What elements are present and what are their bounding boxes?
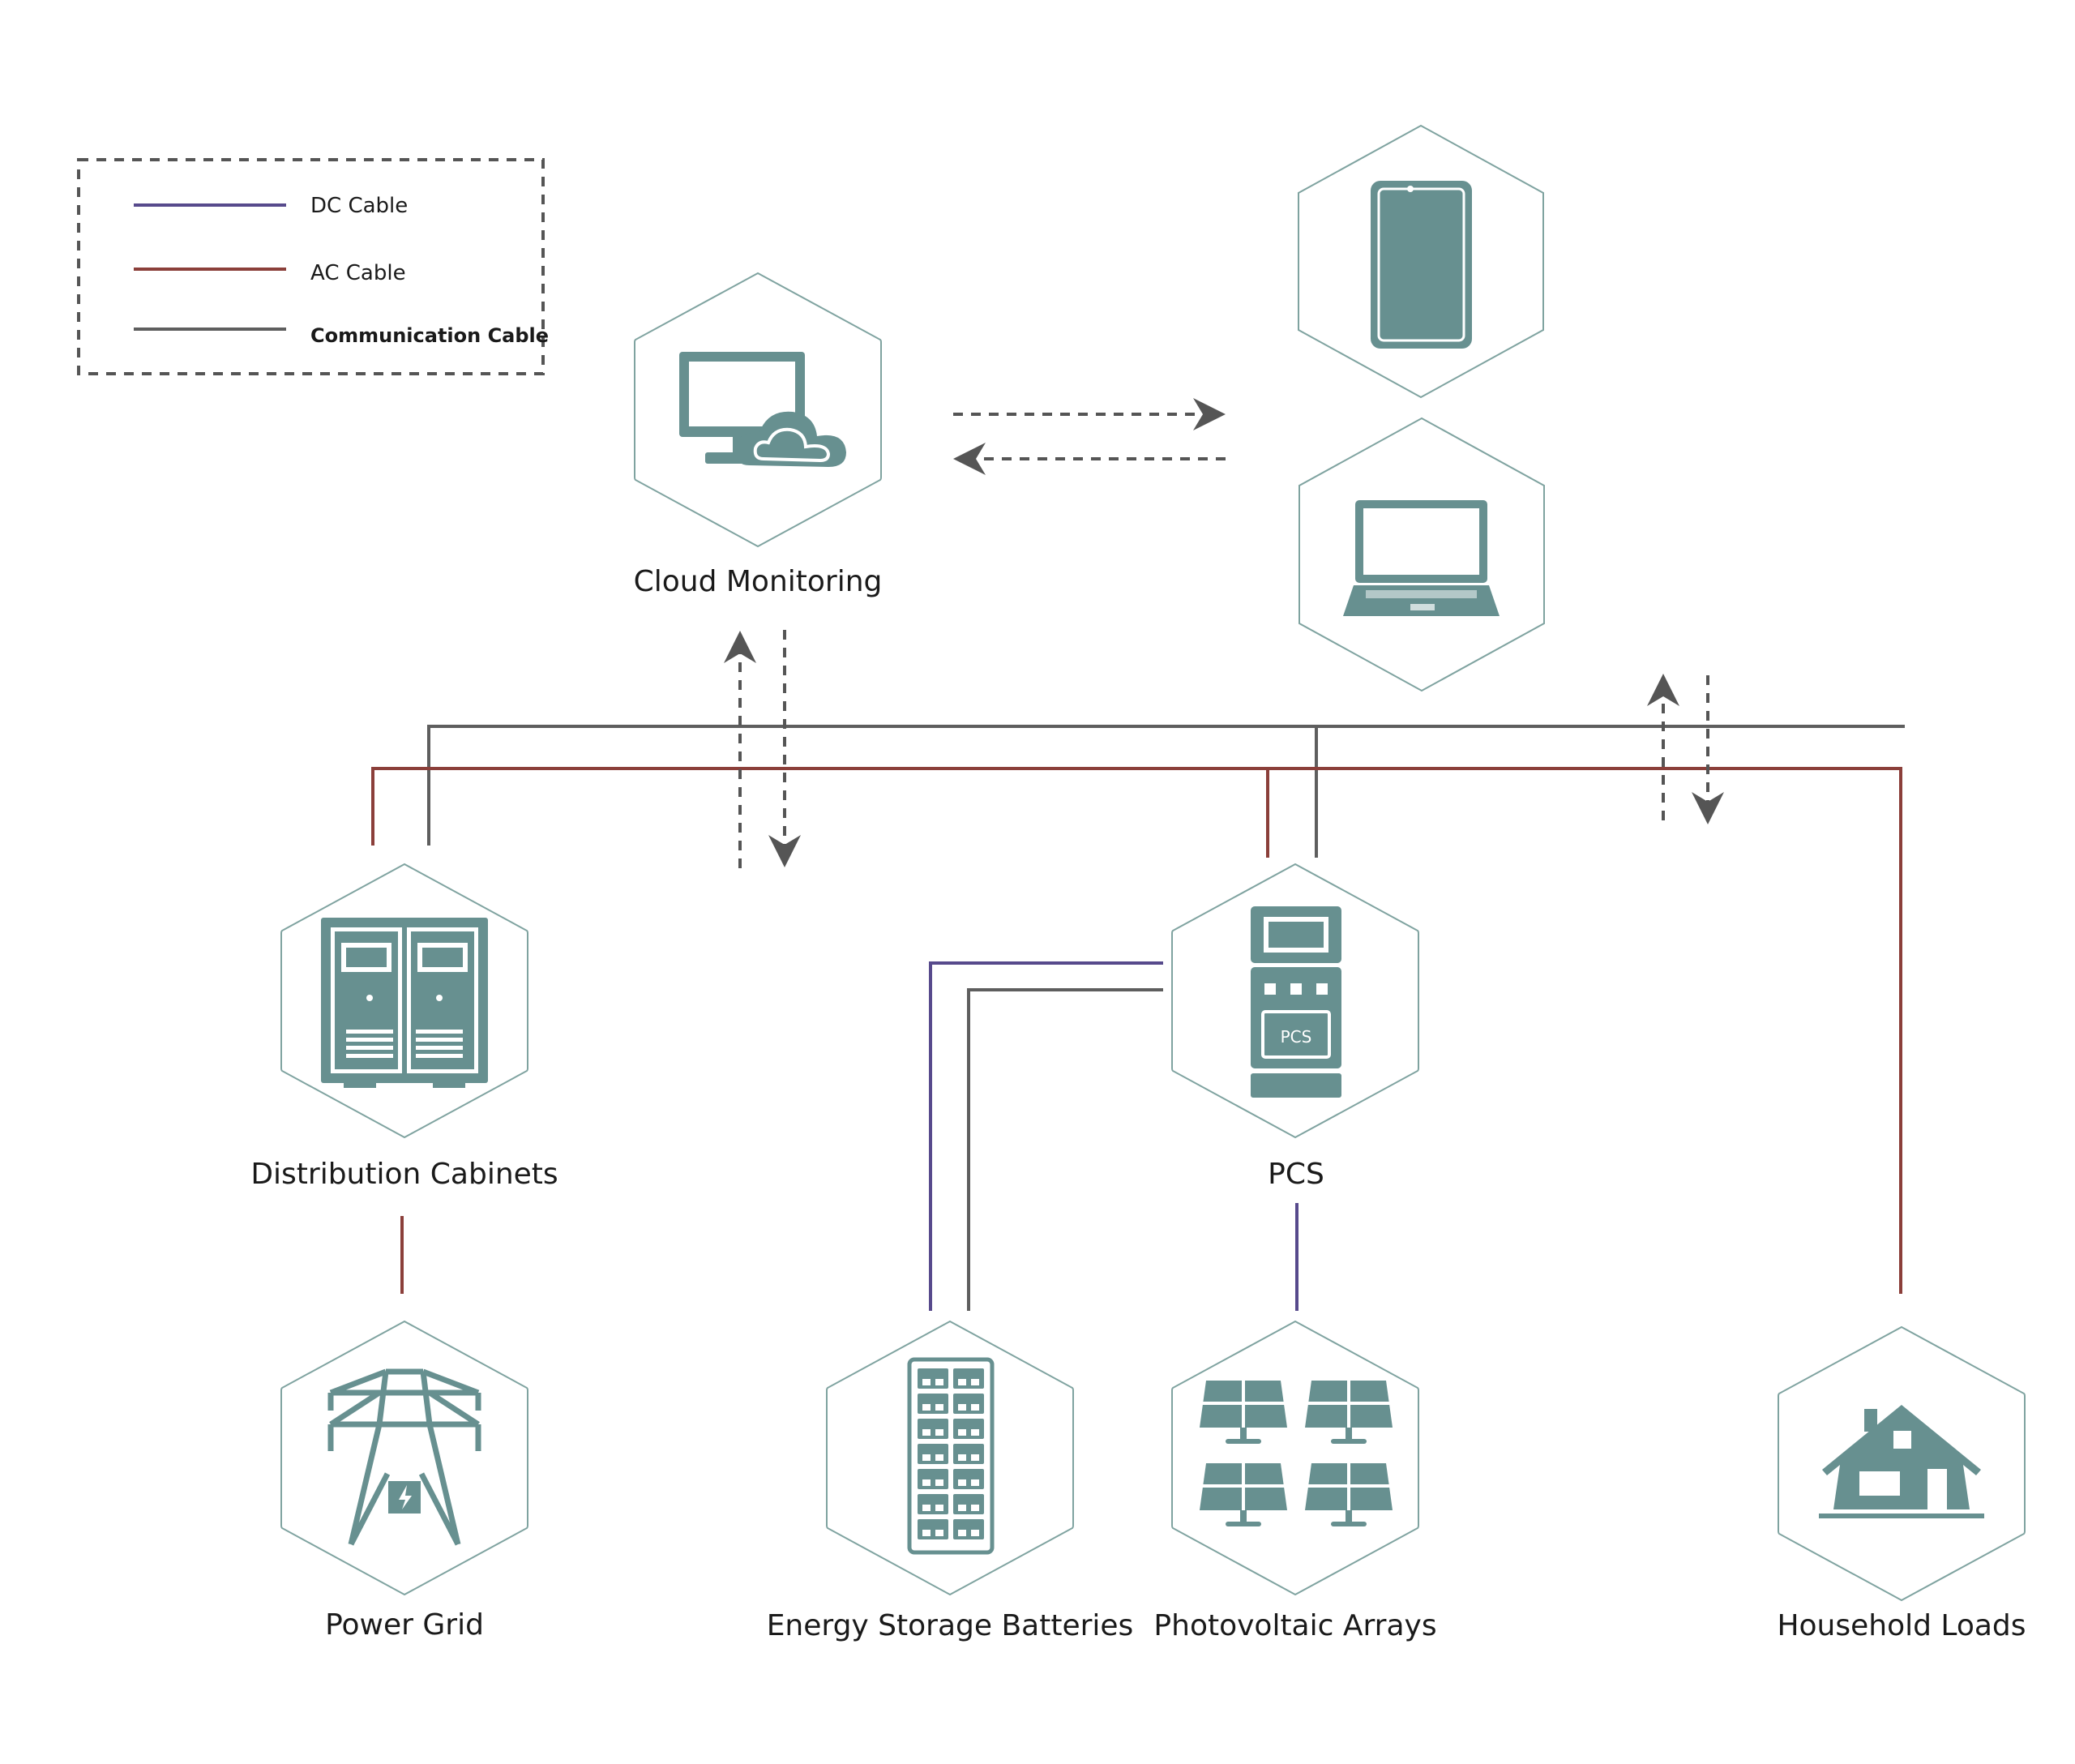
- battery-cell: [918, 1519, 948, 1539]
- ac-cable-bus: [371, 767, 1902, 1294]
- solar-panels-icon: [1200, 1381, 1393, 1526]
- node-energy-storage-batteries: Energy Storage Batteries: [767, 1320, 1134, 1642]
- battery-cell: [918, 1494, 948, 1514]
- solar-panel: [1305, 1463, 1393, 1526]
- battery-cell-terminal: [935, 1454, 943, 1461]
- dc-cable-batteries: [929, 961, 1163, 1311]
- battery-cell-terminal: [958, 1530, 966, 1536]
- node-power-grid: Power Grid: [280, 1320, 528, 1642]
- node-smartphone: [1298, 124, 1544, 399]
- battery-cell-terminal: [971, 1454, 979, 1461]
- solar-panel: [1200, 1463, 1287, 1526]
- pcs-badge-text: PCS: [1281, 1027, 1312, 1047]
- battery-cell-terminal: [922, 1479, 931, 1486]
- laptop-icon: [1343, 500, 1500, 616]
- battery-cell-terminal: [971, 1429, 979, 1436]
- pcs-unit-icon: [1251, 906, 1341, 1098]
- battery-cell-terminal: [922, 1505, 931, 1511]
- cloud-monitoring-label: Cloud Monitoring: [634, 565, 883, 598]
- house-icon: [1819, 1405, 1984, 1518]
- hexagon: [280, 1320, 528, 1596]
- node-laptop: [1298, 417, 1545, 692]
- battery-cell-terminal: [958, 1479, 966, 1486]
- battery-cell: [918, 1444, 948, 1464]
- lightning-icon: [399, 1485, 412, 1509]
- distribution-cabinets-label: Distribution Cabinets: [250, 1158, 558, 1191]
- cabinet-icon: [321, 918, 488, 1088]
- battery-cell-terminal: [922, 1429, 931, 1436]
- battery-cell-terminal: [958, 1454, 966, 1461]
- legend-box: [77, 158, 545, 375]
- power-grid-label: Power Grid: [325, 1608, 484, 1642]
- household-loads-label: Household Loads: [1777, 1609, 2026, 1642]
- battery-cell-terminal: [922, 1379, 931, 1385]
- battery-cell: [953, 1419, 984, 1439]
- battery-cell-terminal: [958, 1379, 966, 1385]
- monitor-cloud-icon: [679, 352, 846, 467]
- battery-cell-terminal: [958, 1404, 966, 1411]
- legend-ac-cable-label: AC Cable: [310, 261, 406, 285]
- battery-cell-terminal: [958, 1505, 966, 1511]
- battery-cell-terminal: [935, 1505, 943, 1511]
- node-household-loads: Household Loads: [1777, 1325, 2026, 1642]
- battery-cell-terminal: [922, 1404, 931, 1411]
- data-flow-arrows: [724, 398, 1724, 868]
- battery-cell-terminal: [971, 1479, 979, 1486]
- battery-cell-terminal: [971, 1404, 979, 1411]
- battery-cell-terminal: [971, 1530, 979, 1536]
- battery-cell: [953, 1368, 984, 1389]
- battery-cell: [953, 1494, 984, 1514]
- battery-cell: [953, 1519, 984, 1539]
- battery-cell: [918, 1419, 948, 1439]
- battery-cell: [953, 1444, 984, 1464]
- communication-cable-batteries: [967, 988, 1163, 1311]
- solar-panel: [1305, 1381, 1393, 1444]
- legend-communication-cable-label: Communication Cable: [310, 324, 549, 347]
- battery-cell: [918, 1368, 948, 1389]
- legend: DC Cable AC Cable Communication Cable: [77, 158, 549, 375]
- battery-cell-terminal: [935, 1404, 943, 1411]
- pcs-label: PCS: [1268, 1158, 1324, 1191]
- node-cloud-monitoring: Cloud Monitoring: [634, 272, 883, 598]
- battery-cell-terminal: [958, 1429, 966, 1436]
- smartphone-icon: [1371, 181, 1472, 349]
- battery-cell: [953, 1394, 984, 1414]
- battery-cell-terminal: [935, 1479, 943, 1486]
- photovoltaic-arrays-label: Photovoltaic Arrays: [1153, 1609, 1436, 1642]
- battery-cell-terminal: [922, 1454, 931, 1461]
- communication-cable-bus: [427, 725, 1905, 846]
- battery-cell: [918, 1469, 948, 1489]
- battery-cell-terminal: [922, 1530, 931, 1536]
- solar-panel: [1200, 1381, 1287, 1444]
- node-distribution-cabinets: Distribution Cabinets: [250, 863, 558, 1191]
- battery-cell-terminal: [935, 1530, 943, 1536]
- node-pcs: PCS PCS: [1171, 863, 1419, 1191]
- battery-rack-icon: [907, 1357, 995, 1555]
- battery-cell-terminal: [935, 1429, 943, 1436]
- hexagon: [1171, 1320, 1419, 1596]
- legend-dc-cable-label: DC Cable: [310, 194, 408, 218]
- cables: [371, 725, 1905, 1311]
- battery-cell: [953, 1469, 984, 1489]
- battery-cell-terminal: [971, 1505, 979, 1511]
- transmission-tower-icon: [327, 1368, 481, 1546]
- energy-storage-batteries-label: Energy Storage Batteries: [767, 1609, 1134, 1642]
- battery-cell: [918, 1394, 948, 1414]
- battery-cell-terminal: [935, 1379, 943, 1385]
- node-photovoltaic-arrays: Photovoltaic Arrays: [1153, 1320, 1437, 1642]
- battery-cell-terminal: [971, 1379, 979, 1385]
